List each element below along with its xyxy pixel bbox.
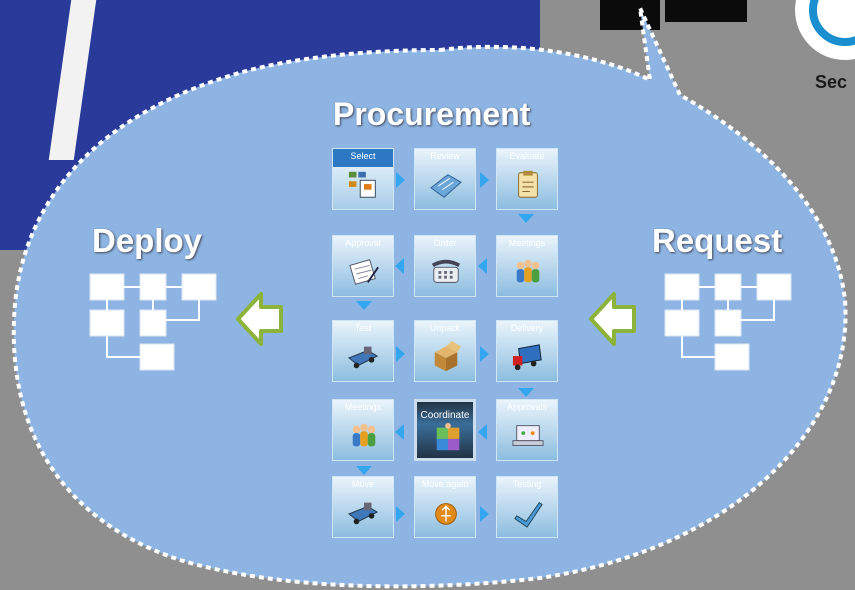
flow-arrow-right-icon [396,506,405,522]
process-step-move-again: Move again [414,476,476,538]
process-step-review: Review [414,148,476,210]
flow-arrow-right-icon [396,346,405,362]
checkmark-icon [514,502,543,528]
request-title: Request [652,222,783,259]
process-step-testing: Testing [496,476,558,538]
blueprint-icon [430,174,462,198]
deploy-title: Deploy [92,222,203,259]
process-step-test: Test [332,320,394,382]
flow-arrow-right-icon [396,172,405,188]
process-step-label: Coordinate [420,410,470,421]
flow-arrow-left-icon [395,424,404,440]
process-step-meetings: Meetings [496,235,558,297]
flow-arrow-down-icon [356,301,372,310]
truck-icon [348,346,379,369]
process-step-label: Select [350,151,376,161]
document-sign-icon [349,259,379,285]
process-step-label: Evaluate [509,151,545,161]
clipboard-icon [518,170,538,198]
process-step-move: Move [332,476,394,538]
deploy-left-arrow-icon [236,292,283,346]
box-icon [434,341,462,372]
flow-arrow-down-icon [518,388,534,397]
process-step-label: Test [354,323,372,333]
delivery-truck-icon [512,344,542,371]
process-step-unpack: Unpack [414,320,476,382]
process-step-label: Move again [421,479,469,489]
process-step-coordinate: Coordinate [414,399,476,461]
process-step-label: Delivery [510,323,544,333]
request-org-chart-icon [664,273,792,371]
flow-arrow-right-icon [480,172,489,188]
people-icon [516,259,540,283]
telephone-icon [431,259,461,283]
deploy-org-chart-icon [89,273,217,371]
usb-coin-icon [435,503,457,525]
flow-arrow-left-icon [478,424,487,440]
process-step-label: Approval [345,238,381,248]
process-step-approval: Approval [332,235,394,297]
puzzle-people-icon [436,422,460,451]
process-step-select: Select [332,148,394,210]
process-step-approvals: Approvals [496,399,558,461]
process-step-label: Meetings [344,402,382,412]
process-step-label: Approvals [506,402,548,412]
request-left-arrow-icon [589,292,636,346]
process-step-order: Order [414,235,476,297]
background-dark-block-2 [665,0,747,22]
process-step-label: Unpack [429,323,461,333]
process-step-label: Move [351,479,374,489]
process-step-delivery: Delivery [496,320,558,382]
flow-arrow-right-icon [480,506,489,522]
process-step-meetings: Meetings [332,399,394,461]
truck-icon [348,502,379,525]
process-step-evaluate: Evaluate [496,148,558,210]
process-step-label: Order [433,238,457,248]
laptop-icon [512,425,544,446]
procurement-title: Procurement [333,96,531,132]
flow-arrow-right-icon [480,346,489,362]
process-step-label: Meetings [508,238,546,248]
people-icon [352,423,376,447]
flow-arrow-left-icon [395,258,404,274]
select-icon [348,171,376,198]
process-step-label: Review [430,151,460,161]
flow-arrow-down-icon [356,466,372,475]
process-step-label: Testing [512,479,542,489]
flow-arrow-left-icon [478,258,487,274]
corner-label: Sec [815,72,848,92]
flow-arrow-down-icon [518,214,534,223]
